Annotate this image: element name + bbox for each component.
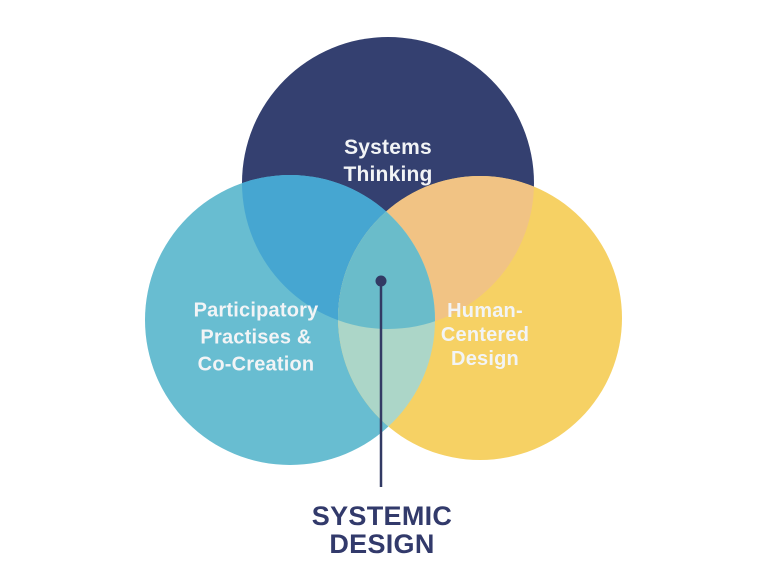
label-line: Thinking	[343, 163, 433, 186]
label-systems-thinking: Systems Thinking	[343, 134, 432, 188]
label-line: Design	[451, 348, 519, 370]
pointer-dot	[375, 275, 387, 287]
label-line: Systems	[344, 136, 432, 159]
label-line: Centered	[440, 324, 530, 346]
systemic-design-title: SYSTEMIC DESIGN	[312, 502, 452, 558]
label-participatory-practises: Participatory Practises & Co-Creation	[194, 298, 319, 379]
label-line: Human-	[447, 300, 523, 322]
title-line: SYSTEMIC	[311, 501, 453, 531]
overlap-all-three	[338, 176, 435, 329]
title-line: DESIGN	[329, 529, 435, 559]
label-human-centered-design: Human- Centered Design	[441, 299, 529, 371]
label-line: Co-Creation	[197, 353, 315, 376]
label-line: Participatory	[193, 299, 319, 322]
label-line: Practises &	[200, 326, 312, 349]
